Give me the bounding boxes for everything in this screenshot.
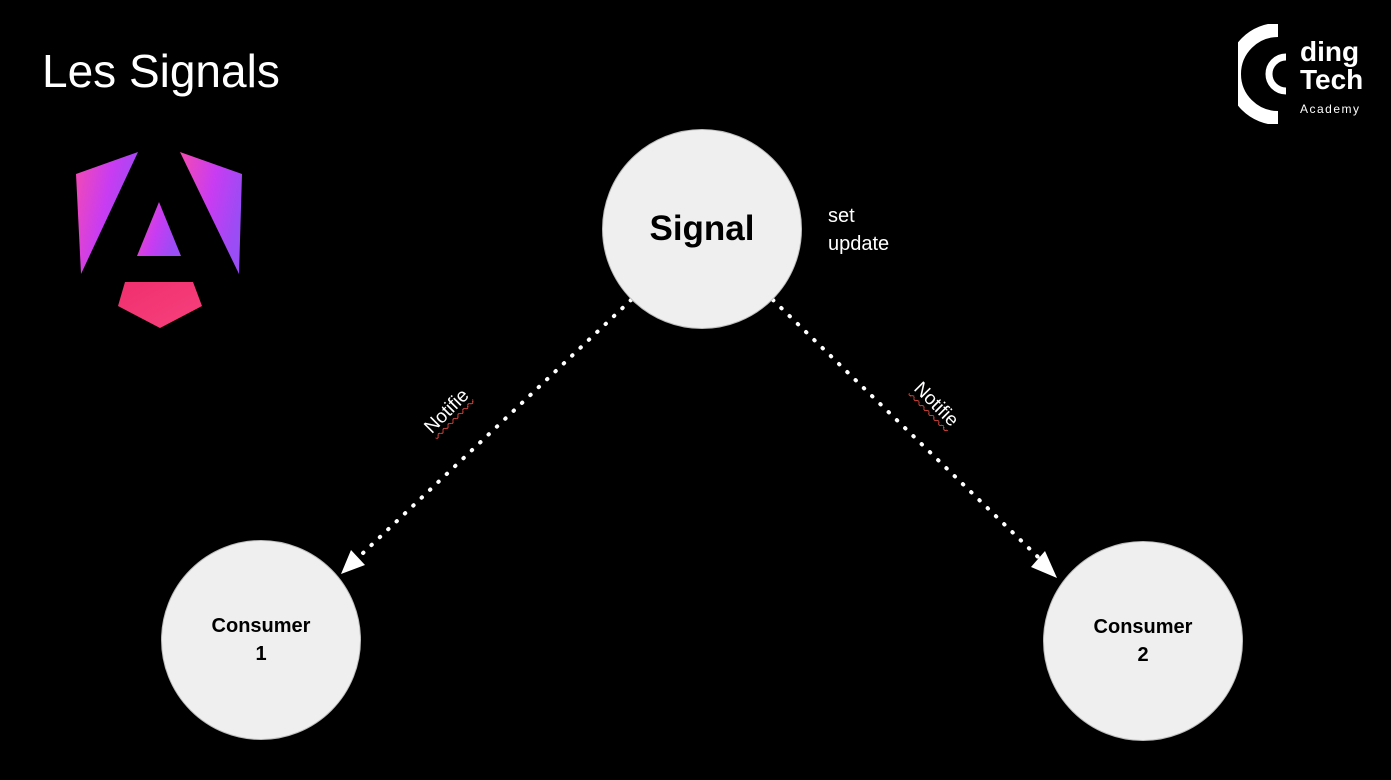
angular-right-wing <box>180 152 242 274</box>
arrowhead-consumer-2 <box>1031 551 1057 578</box>
angular-logo-icon <box>76 152 242 328</box>
slide-title: Les Signals <box>42 45 280 97</box>
signal-node: Signal <box>602 129 802 329</box>
signal-methods: set update <box>828 202 889 258</box>
consumer-1-label-line2: 1 <box>255 643 267 665</box>
consumer-1-label-line1: Consumer <box>211 615 311 637</box>
signal-method-update: update <box>828 233 890 255</box>
angular-bottom-shield <box>118 282 202 328</box>
brand-logo: ding Tech Academy <box>1238 24 1378 124</box>
consumer-2-label-line2: 2 <box>1137 644 1149 666</box>
consumer-2-node: Consumer 2 <box>1043 541 1243 741</box>
brand-name-line1: ding <box>1300 36 1360 67</box>
consumer-1-node: Consumer 1 <box>161 540 361 740</box>
edge-signal-consumer-2 <box>771 298 1040 559</box>
arrowhead-consumer-1 <box>341 550 365 574</box>
edge-signal-consumer-1 <box>360 298 633 556</box>
consumer-2-label-line1: Consumer <box>1093 616 1193 638</box>
brand-name-line2: Tech <box>1300 64 1364 95</box>
angular-center-triangle <box>137 202 181 256</box>
brand-name-line3: Academy <box>1300 102 1361 116</box>
angular-left-wing <box>76 152 138 274</box>
signal-node-label: Signal <box>649 209 755 248</box>
signal-method-set: set <box>828 205 855 227</box>
coding-tech-logo-icon <box>1238 24 1287 124</box>
